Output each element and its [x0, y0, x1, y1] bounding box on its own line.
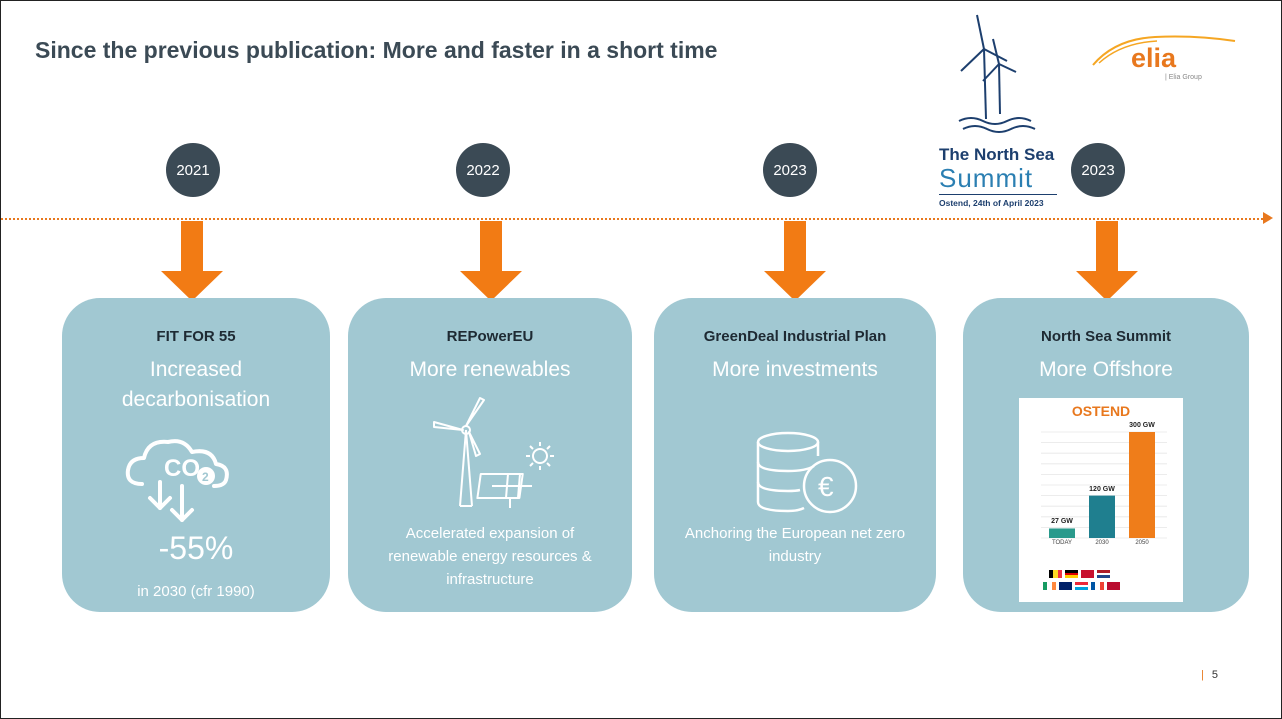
luxembourg-flag-icon: [1075, 582, 1088, 591]
ireland-flag-icon: [1043, 582, 1056, 590]
co2-cloud-icon: CO 2: [125, 439, 229, 522]
card-title: North Sea Summit: [1040, 328, 1172, 345]
chart-bar: [1089, 495, 1115, 538]
chart-bar: [1129, 432, 1155, 538]
chart-x-tick-label: 2030: [1095, 540, 1109, 546]
card-text: in 2030 (cfr 1990): [137, 583, 255, 600]
norway-flag-icon: [1107, 582, 1120, 590]
denmark-flag-icon: [1081, 570, 1094, 578]
down-arrow-shaft: [1096, 221, 1118, 273]
down-arrow-shaft: [181, 221, 203, 273]
elia-logo-tagline: | Elia Group: [1165, 74, 1202, 81]
timeline-arrowhead: [1263, 212, 1273, 224]
chart-bar-label: 27 GW: [1051, 518, 1073, 526]
year-badge: 2022: [456, 143, 510, 197]
down-arrow-shaft: [784, 221, 806, 273]
card-title: REPowerEU: [446, 328, 534, 345]
down-arrow-head: [764, 271, 826, 301]
page-number: |5: [1201, 669, 1218, 681]
germany-flag-icon: [1065, 570, 1078, 579]
wind-turbine-icon: [958, 14, 1036, 133]
down-arrow-head: [1076, 271, 1138, 301]
summit-logo-line2: Summit: [939, 163, 1034, 193]
france-flag-icon: [1091, 582, 1104, 590]
summit-logo-caption: Ostend, 24th of April 2023: [939, 198, 1044, 208]
netherlands-flag-icon: [1097, 570, 1110, 579]
chart-x-tick-label: 2050: [1135, 540, 1149, 546]
elia-logo-name: elia: [1131, 43, 1177, 73]
card-title: FIT FOR 55: [156, 328, 236, 345]
down-arrow-head: [161, 271, 223, 301]
milestone-card-north-sea-summit: North Sea Summit More Offshore OSTEND 27…: [963, 298, 1249, 612]
svg-text:€: €: [818, 471, 834, 502]
down-arrow-head: [460, 271, 522, 301]
milestone-card-repowereu: REPowerEU More renewables: [348, 298, 632, 612]
card-text: Accelerated expansion of renewable energ…: [388, 525, 592, 588]
chart-title: OSTEND: [1071, 403, 1131, 419]
card-subtitle: More investments: [712, 358, 878, 381]
year-badge: 2023: [763, 143, 817, 197]
card-big-value: -55%: [158, 530, 234, 566]
card-title: GreenDeal Industrial Plan: [703, 328, 887, 345]
chart-x-tick-label: TODAY: [1051, 540, 1073, 546]
milestone-card-fit-for-55: FIT FOR 55 Increased decarbonisation CO …: [62, 298, 330, 612]
belgium-flag-icon: [1049, 570, 1062, 578]
card-subtitle: More Offshore: [1039, 358, 1173, 381]
milestone-card-greendeal: GreenDeal Industrial Plan More investmen…: [654, 298, 936, 612]
wind-solar-icon: [433, 397, 554, 508]
coins-euro-icon: €: [756, 431, 858, 514]
card-subtitle: Increased decarbonisation: [121, 358, 271, 411]
down-arrow-shaft: [480, 221, 502, 273]
card-text: Anchoring the European net zero industry: [684, 525, 906, 565]
chart-bar-label: 300 GW: [1129, 422, 1155, 429]
chart-bar-label: 120 GW: [1089, 485, 1115, 493]
slide-title: Since the previous publication: More and…: [35, 37, 718, 63]
page-number-value: 5: [1211, 669, 1218, 681]
summit-logo-line1: The North Sea: [939, 145, 1055, 164]
svg-text:CO: CO: [164, 455, 200, 482]
north-sea-summit-logo: The North Sea Summit Ostend, 24th of Apr…: [939, 9, 1065, 209]
year-badge: 2023: [1071, 143, 1125, 197]
timeline-line: [1, 218, 1263, 220]
svg-text:2: 2: [202, 470, 209, 484]
uk-flag-icon: [1059, 582, 1072, 590]
year-badge: 2021: [166, 143, 220, 197]
chart-plot: [1041, 431, 1167, 539]
elia-logo: elia | Elia Group: [1085, 29, 1245, 89]
country-flags: [1043, 570, 1159, 596]
summit-logo-divider: [939, 194, 1057, 195]
elia-swoosh-icon: [1092, 35, 1236, 66]
page-number-bar: |: [1201, 669, 1204, 681]
chart-bar: [1049, 528, 1075, 538]
ostend-chart: OSTEND 27 GW TODAY 120 GW 2030 300 GW 2050: [1019, 398, 1183, 602]
card-subtitle: More renewables: [409, 358, 571, 381]
